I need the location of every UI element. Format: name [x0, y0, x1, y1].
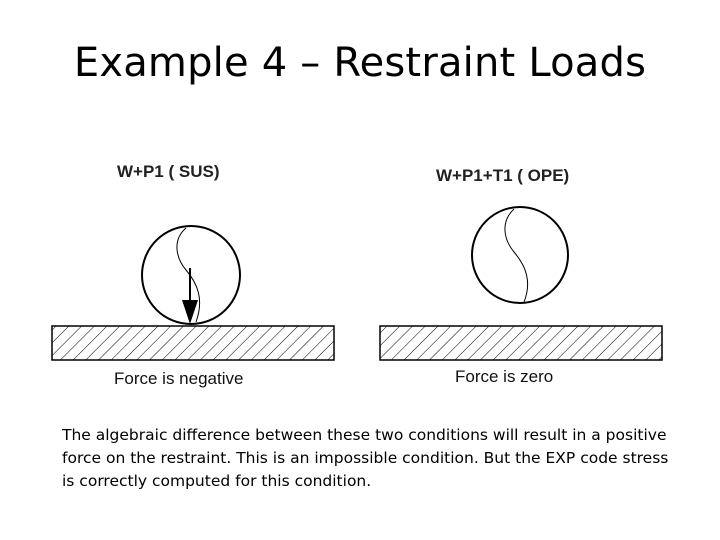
description-text: The algebraic difference between these t…	[62, 426, 669, 490]
ope-pipe-break-line	[504, 208, 529, 303]
ope-load-label: W+P1+T1 ( OPE)	[436, 166, 570, 185]
sus-force-caption: Force is negative	[114, 369, 244, 388]
ope-pipe-circle	[471, 206, 569, 304]
ope-pipe-section	[471, 206, 569, 304]
slide-title: Example 4 – Restraint Loads	[73, 40, 647, 86]
sus-force-arrow	[182, 268, 198, 324]
ope-force-caption: Force is zero	[455, 367, 554, 386]
sus-load-label: W+P1 ( SUS)	[117, 162, 220, 181]
ope-support-block	[379, 325, 663, 361]
sus-pipe-break-line	[176, 227, 201, 323]
sus-support-block	[51, 325, 335, 361]
